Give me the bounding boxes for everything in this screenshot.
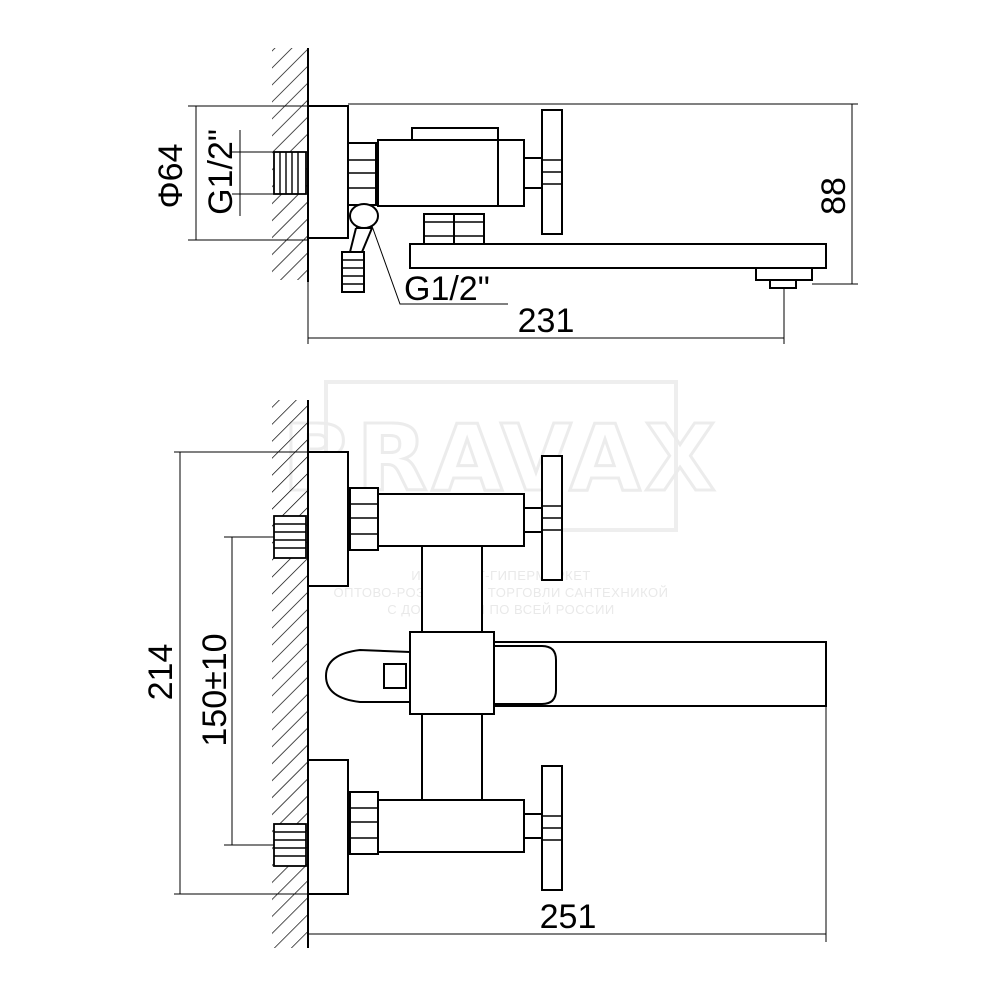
side-spout: [409, 243, 827, 269]
top-nut-lower: [349, 791, 379, 855]
top-spout-collar: [493, 645, 557, 705]
dim-width-label: 214: [142, 644, 180, 701]
dim-outlet-thread-leader: [371, 225, 508, 305]
top-nut-upper: [349, 487, 379, 551]
side-diverter-nut-right: [453, 213, 485, 245]
dim-height-label: 88: [815, 177, 853, 215]
side-diverter-nut-left: [423, 213, 455, 245]
dim-center-distance-label: 150±10: [196, 633, 234, 746]
side-body: [377, 139, 499, 207]
side-inlet-thread-lines: [279, 152, 299, 194]
side-body-top: [411, 127, 499, 141]
dim-length-label: 231: [518, 302, 575, 340]
top-valve-body-lower: [377, 799, 525, 853]
dim-top-length-label: 251: [540, 898, 597, 936]
top-inlet-thread-upper: [273, 515, 307, 559]
side-inlet-thread: [273, 151, 307, 195]
top-inlet-thread-lower: [273, 823, 307, 867]
watermark-tagline-2: ОПТОВО-РОЗНИЧНОЙ ТОРГОВЛИ САНТЕХНИКОЙ: [334, 585, 669, 600]
top-diverter-block: [409, 631, 495, 715]
side-aerator: [755, 267, 813, 281]
top-escutcheon-upper: [307, 451, 349, 587]
dim-diameter-label: Φ64: [152, 144, 190, 209]
dim-inlet-thread-label: G1/2": [202, 129, 240, 215]
side-hose-connector: [341, 251, 365, 293]
side-aerator-tip: [769, 279, 797, 289]
side-hose-outlet-nut: [349, 203, 379, 229]
side-nut: [347, 142, 377, 206]
side-handle-stem: [523, 157, 543, 189]
top-view: 214 150±10 251: [142, 400, 827, 948]
side-view: Φ64 G1/2" 88 G1/2" 231: [152, 48, 858, 344]
side-escutcheon: [307, 105, 349, 239]
dim-outlet-thread-label: G1/2": [404, 270, 490, 308]
top-escutcheon-lower: [307, 759, 349, 895]
top-valve-body-upper: [377, 493, 525, 547]
side-handle-neck: [497, 139, 525, 207]
top-diverter-knob-tab: [383, 663, 407, 689]
